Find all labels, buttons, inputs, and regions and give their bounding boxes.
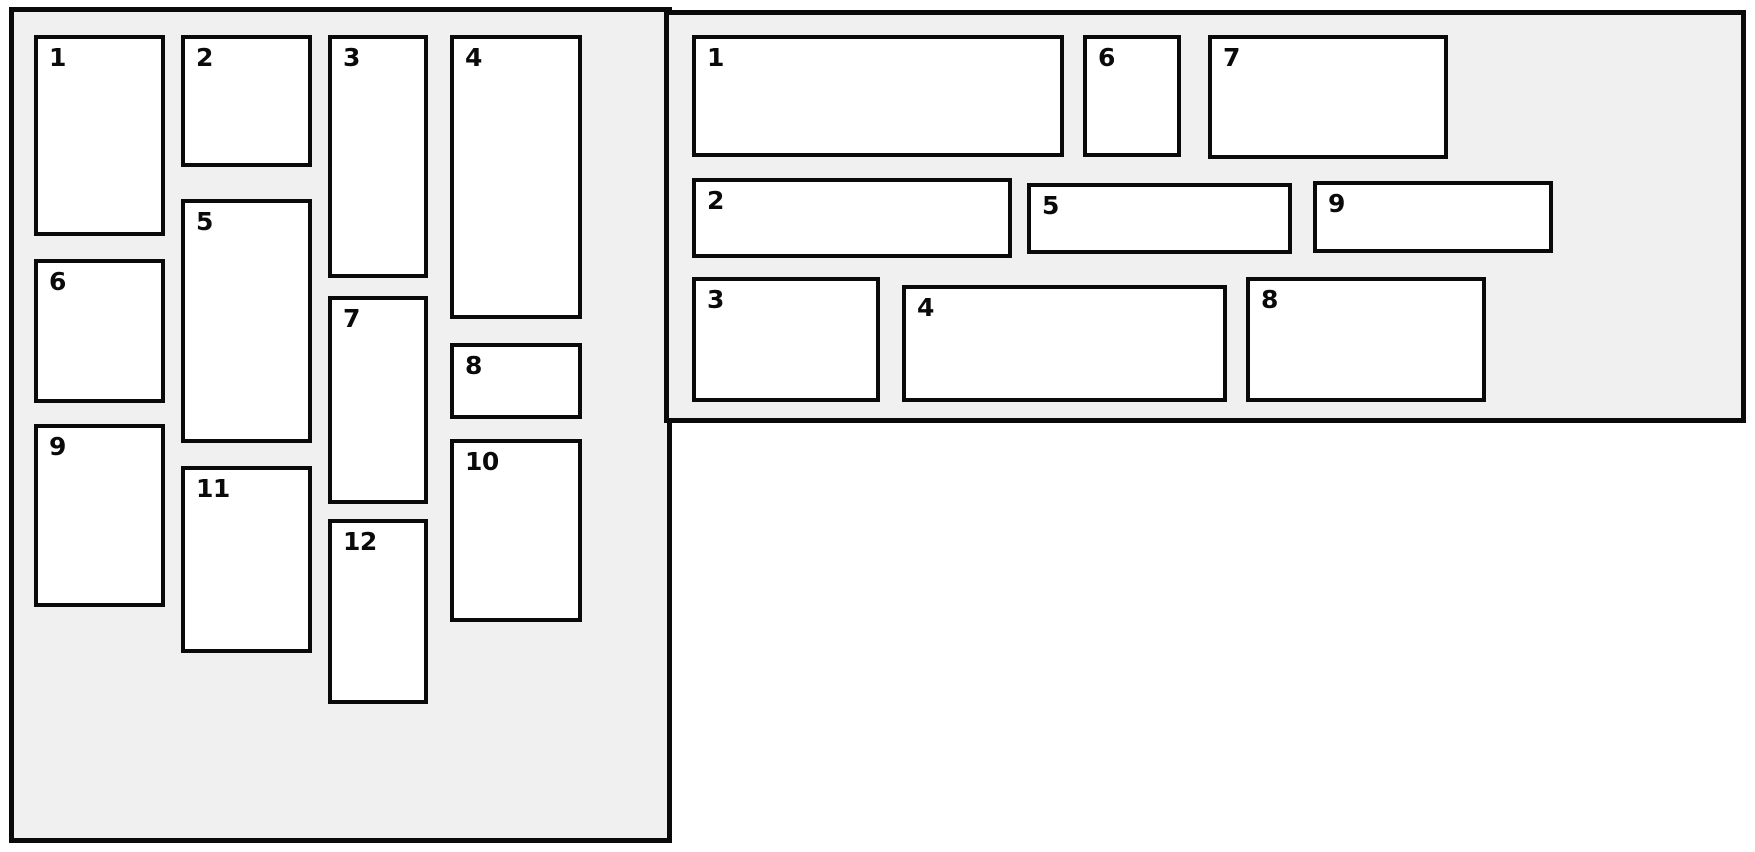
layout-cell-label: 9 [1328,189,1345,218]
layout-cell-label: 11 [196,474,230,503]
layout-cell-2[interactable]: 2 [692,178,1012,258]
layout-cell-7[interactable]: 7 [328,296,428,504]
layout-cell-label: 4 [917,293,934,322]
layout-cell-1[interactable]: 1 [692,35,1064,157]
right-layout-panel: 1 2 3 4 5 6 7 8 9 [664,10,1746,423]
layout-cell-9[interactable]: 9 [1313,181,1553,253]
layout-cell-label: 3 [343,43,360,72]
layout-cell-label: 5 [196,207,213,236]
layout-cell-9[interactable]: 9 [34,424,165,607]
layout-cell-7[interactable]: 7 [1208,35,1448,159]
layout-cell-6[interactable]: 6 [1083,35,1181,157]
layout-cell-5[interactable]: 5 [181,199,312,443]
layout-cell-label: 12 [343,527,377,556]
layout-cell-label: 2 [707,186,724,215]
layout-cell-12[interactable]: 12 [328,519,428,704]
layout-cell-3[interactable]: 3 [328,35,428,278]
layout-cell-6[interactable]: 6 [34,259,165,403]
layout-cell-label: 9 [49,432,66,461]
layout-cell-label: 8 [1261,285,1278,314]
layout-cell-3[interactable]: 3 [692,277,880,402]
layout-cell-label: 1 [49,43,66,72]
layout-cell-1[interactable]: 1 [34,35,165,236]
layout-cell-4[interactable]: 4 [450,35,582,319]
layout-cell-11[interactable]: 11 [181,466,312,653]
layout-cell-8[interactable]: 8 [1246,277,1486,402]
layout-cell-label: 6 [49,267,66,296]
layout-cell-4[interactable]: 4 [902,285,1227,402]
layout-cell-label: 1 [707,43,724,72]
layout-cell-8[interactable]: 8 [450,343,582,419]
layout-cell-label: 8 [465,351,482,380]
layout-cell-label: 3 [707,285,724,314]
layout-cell-label: 4 [465,43,482,72]
layout-cell-label: 2 [196,43,213,72]
layout-cell-label: 5 [1042,191,1059,220]
layout-cell-2[interactable]: 2 [181,35,312,167]
layout-cell-label: 7 [1223,43,1240,72]
layout-cell-label: 7 [343,304,360,333]
layout-cell-label: 10 [465,447,499,476]
layout-cell-5[interactable]: 5 [1027,183,1292,254]
layout-cell-10[interactable]: 10 [450,439,582,622]
layout-cell-label: 6 [1098,43,1115,72]
